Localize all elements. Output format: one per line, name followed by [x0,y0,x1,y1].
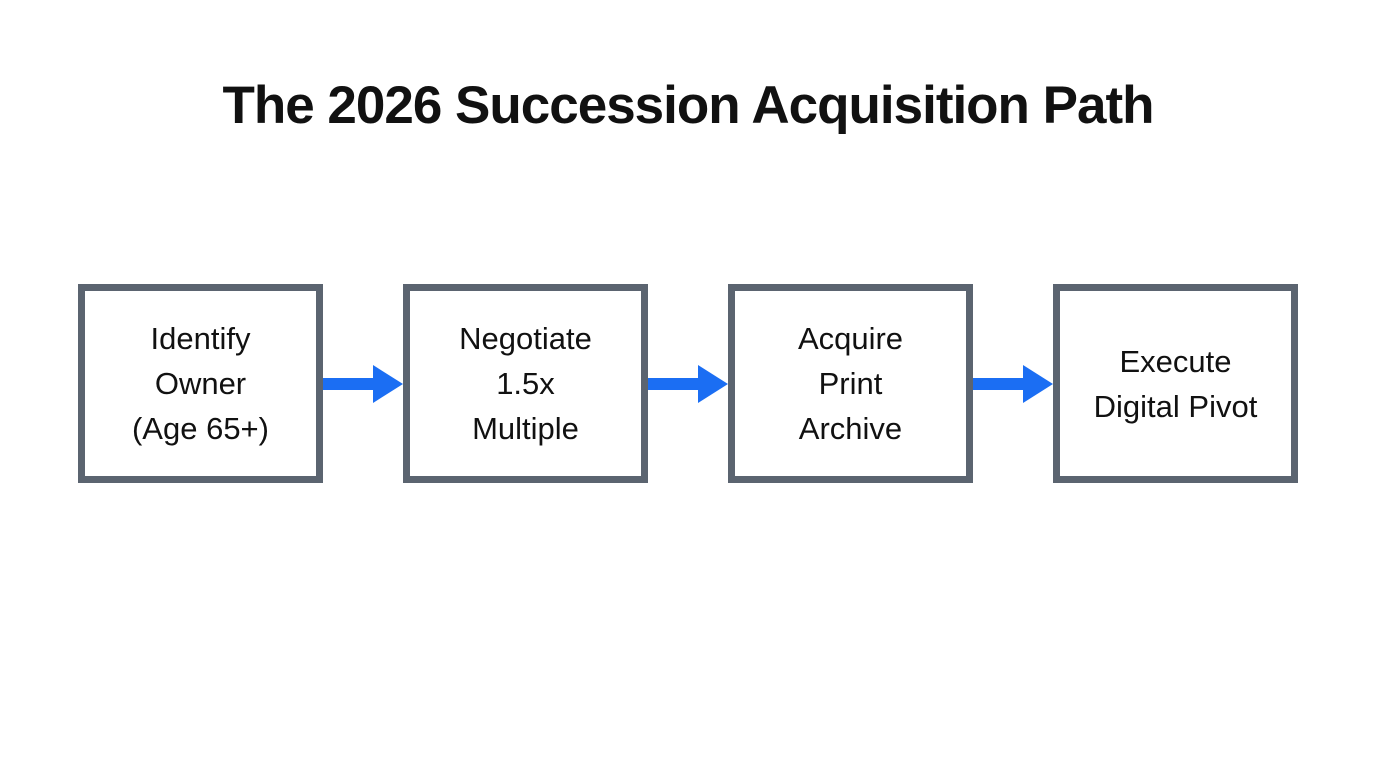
arrow-head [373,364,403,403]
flow-step-execute-pivot: Execute Digital Pivot [1053,284,1298,483]
flow-arrow-right-icon [973,364,1053,404]
diagram-title: The 2026 Succession Acquisition Path [222,76,1154,135]
flow-step-label: Identify Owner (Age 65+) [131,321,269,446]
flow-arrow-right-icon [648,364,728,404]
arrow-shaft [648,377,698,390]
arrow-head [698,364,728,403]
flow-step-negotiate-multiple: Negotiate 1.5x Multiple [403,284,648,483]
flow-step-label: Execute Digital Pivot [1093,343,1258,424]
flow-step-acquire-archive: Acquire Print Archive [728,284,973,483]
flow-arrow-right-icon [323,364,403,404]
flow-step-identify-owner: Identify Owner (Age 65+) [78,284,323,483]
flow-step-label: Acquire Print Archive [797,321,904,446]
arrow-head [1023,364,1053,403]
arrow-shaft [973,377,1023,390]
flowchart: Identify Owner (Age 65+) Negotiate 1.5x … [78,284,1298,483]
arrow-shaft [323,377,373,390]
flow-step-label: Negotiate 1.5x Multiple [459,321,592,446]
